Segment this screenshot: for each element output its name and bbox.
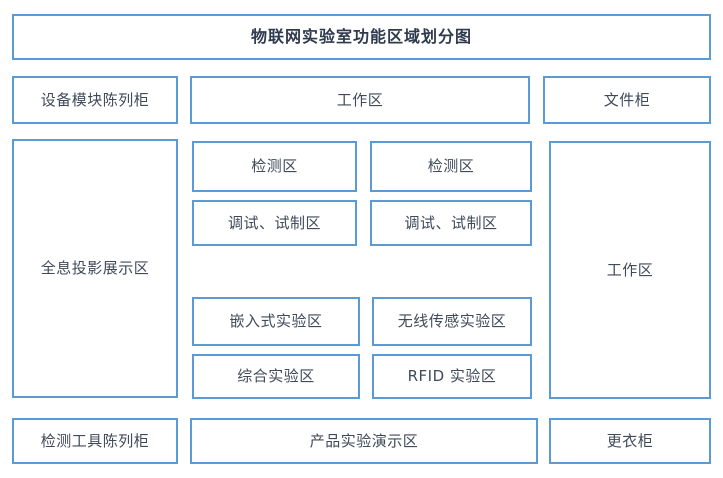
- zone-equipment-module-display-cabinet: 设备模块陈列柜: [12, 76, 178, 124]
- zone-debug-prototyping-area-2: 调试、试制区: [370, 200, 532, 246]
- diagram-title: 物联网实验室功能区域划分图: [12, 14, 711, 60]
- zone-work-area-top: 工作区: [190, 76, 530, 124]
- zone-testing-area-2: 检测区: [370, 141, 532, 192]
- zone-holographic-projection-display: 全息投影展示区: [12, 139, 178, 398]
- zone-testing-area-1: 检测区: [192, 141, 357, 192]
- zone-work-area-right: 工作区: [549, 141, 711, 399]
- zone-product-experiment-demo-area: 产品实验演示区: [190, 418, 538, 464]
- zone-file-cabinet: 文件柜: [543, 76, 711, 124]
- zone-integrated-lab-area: 综合实验区: [192, 354, 360, 399]
- zone-embedded-lab-area: 嵌入式实验区: [192, 297, 360, 346]
- zone-locker: 更衣柜: [549, 418, 711, 464]
- zone-testing-tool-display-cabinet: 检测工具陈列柜: [12, 418, 178, 464]
- zone-debug-prototyping-area-1: 调试、试制区: [192, 200, 357, 246]
- zone-rfid-lab-area: RFID 实验区: [372, 354, 532, 399]
- zone-wireless-sensor-lab-area: 无线传感实验区: [372, 297, 532, 346]
